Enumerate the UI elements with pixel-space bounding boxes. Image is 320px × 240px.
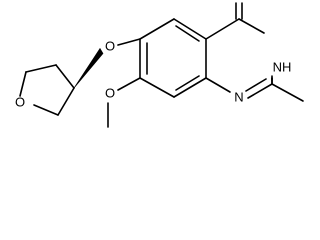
bond-ether-o-c6 [117, 38, 141, 46]
bond-ring-c3-c2 [55, 64, 75, 89]
bond-ring-o-c4 [33, 104, 59, 116]
molecule-diagram: O O O NH N O [15, 0, 304, 128]
bond-c4-n3 [238, 18, 265, 34]
bond-c2-methyl [271, 83, 304, 102]
bond-c6-c5 [139, 18, 175, 40]
bond-c8a-c8-double [175, 75, 200, 91]
bond-c8a-c8 [173, 77, 207, 98]
stereo-wedge-bond [73, 47, 104, 89]
bond-c4a-c4 [205, 18, 240, 40]
bond-ring-c4-c3 [57, 87, 75, 116]
structure-canvas: O O O NH N O [15, 0, 304, 128]
bond-c2-n1 [247, 83, 273, 99]
pyrimidinone-ring [205, 18, 273, 99]
bond-c5-c4a [173, 18, 207, 40]
bond-c8-c7 [139, 77, 175, 98]
tetrahydrofuran-ring [19, 64, 75, 116]
bond-ring-c1-o [19, 71, 27, 97]
atom-nh: NH [273, 59, 292, 74]
atom-ring-oxygen: O [15, 94, 25, 109]
atom-carbonyl-oxygen: O [234, 0, 244, 2]
atom-n1: N [234, 89, 243, 104]
bond-n1-c8a [205, 77, 231, 93]
bond-c2-n1-double [245, 78, 267, 92]
atom-methoxy-oxygen: O [105, 85, 115, 100]
atom-ether-oxygen: O [105, 38, 115, 53]
bond-c7-methoxy-o [117, 77, 141, 91]
bond-c5-c4a-double [175, 25, 200, 42]
bond-ring-c2-c1 [25, 64, 57, 73]
benzene-ring [139, 18, 207, 98]
